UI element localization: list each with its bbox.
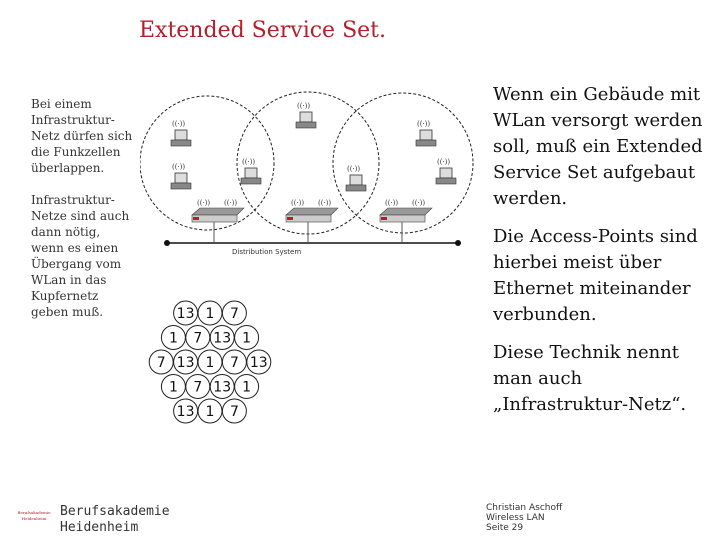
channel-cell: 1: [160, 374, 186, 399]
channel-cell: 1: [197, 300, 223, 326]
channel-number: 1: [242, 331, 251, 347]
channel-number: 13: [177, 404, 195, 420]
antenna-icon: ((·)): [412, 199, 425, 207]
channel-cell: 1: [234, 374, 260, 399]
wireless-station-icon: ((·)): [345, 165, 367, 192]
access-point-icon: ((·)) ((·)): [285, 199, 339, 243]
wireless-station-icon: ((·)): [295, 102, 317, 129]
wireless-station-icon: ((·)): [435, 158, 457, 185]
school-name: Berufsakademie Heidenheim: [60, 504, 170, 536]
channel-number: 1: [242, 380, 251, 396]
channel-number: 13: [250, 355, 268, 371]
channel-number: 1: [169, 331, 178, 347]
footer-info: Christian Aschoff Wireless LAN Seite 29: [486, 503, 562, 533]
antenna-icon: ((·)): [297, 102, 310, 110]
antenna-icon: ((·)): [437, 158, 450, 166]
channel-cell: 7: [221, 398, 247, 424]
channel-number: 7: [230, 404, 239, 420]
channel-cell: 1: [160, 325, 186, 350]
antenna-icon: ((·)): [385, 199, 398, 207]
channel-cell: 7: [185, 374, 211, 399]
channel-number: 13: [213, 331, 231, 347]
wireless-station-icon: ((·)): [240, 158, 262, 185]
channel-cell: 13: [246, 349, 272, 375]
school-line-2: Heidenheim: [60, 520, 139, 535]
antenna-icon: ((·)): [417, 120, 430, 128]
channel-number: 13: [177, 306, 195, 322]
author: Christian Aschoff: [486, 503, 563, 513]
antenna-icon: ((·)): [197, 199, 210, 207]
access-point-icon: ((·)) ((·)): [379, 199, 433, 243]
line-endpoint: [455, 240, 461, 246]
channel-cell: 1: [197, 398, 223, 424]
channel-cell: 1: [197, 349, 223, 375]
cell-circle: [332, 92, 474, 234]
channel-number: 13: [213, 380, 231, 396]
ess-diagram: ((·))((·))((·))((·))((·))((·))((·))((·))…: [140, 91, 474, 256]
left-paragraph-2: Infrastruktur-Netze sind auch dann nötig…: [31, 193, 130, 319]
channel-number: 7: [230, 355, 239, 371]
channel-cell: 13: [173, 398, 199, 424]
wireless-station-icon: ((·)): [170, 120, 192, 147]
line-endpoint: [164, 240, 170, 246]
antenna-icon: ((·)): [291, 199, 304, 207]
channel-number: 1: [206, 355, 215, 371]
antenna-icon: ((·)): [318, 199, 331, 207]
channel-cell: 7: [221, 349, 247, 375]
left-paragraph-1: Bei einem Infrastruktur-Netz dürfen sich…: [31, 97, 133, 175]
channel-number: 1: [206, 306, 215, 322]
channel-cell: 13: [173, 349, 199, 375]
channel-cell: 13: [209, 374, 235, 399]
channel-cell: 7: [148, 349, 174, 375]
wireless-station-icon: ((·)): [170, 163, 192, 190]
antenna-icon: ((·)): [172, 163, 185, 171]
channel-number: 7: [157, 355, 166, 371]
distribution-system-label: Distribution System: [232, 248, 301, 256]
channel-number: 7: [193, 331, 202, 347]
antenna-icon: ((·)): [242, 158, 255, 166]
antenna-icon: ((·)): [224, 199, 237, 207]
channel-number: 7: [193, 380, 202, 396]
right-paragraph-2: Die Access-Points sind hierbei meist übe…: [493, 226, 698, 325]
antenna-icon: ((·)): [347, 165, 360, 173]
channel-cell: 13: [173, 300, 199, 326]
channel-number: 13: [177, 355, 195, 371]
cell-circle: [140, 95, 275, 231]
channel-cell: 7: [221, 300, 247, 326]
right-paragraph-3: Diese Technik nennt man auch „Infrastruk…: [493, 342, 687, 415]
channel-cell: 13: [209, 325, 235, 350]
course: Wireless LAN: [486, 513, 545, 523]
right-text: Wenn ein Gebäude mit WLan versorgt werde…: [493, 82, 713, 430]
page-number: Seite 29: [486, 523, 524, 533]
channel-cell: 7: [185, 325, 211, 350]
channel-cell: 1: [234, 325, 260, 350]
wireless-station-icon: ((·)): [415, 120, 437, 147]
antenna-icon: ((·)): [172, 120, 185, 128]
channel-number: 1: [206, 404, 215, 420]
right-paragraph-1: Wenn ein Gebäude mit WLan versorgt werde…: [493, 84, 703, 209]
school-line-1: Berufsakademie: [60, 504, 170, 519]
slide-title: Extended Service Set.: [138, 18, 386, 43]
channel-number: 7: [230, 306, 239, 322]
channel-number: 1: [169, 380, 178, 396]
access-point-icon: ((·)) ((·)): [191, 199, 245, 243]
